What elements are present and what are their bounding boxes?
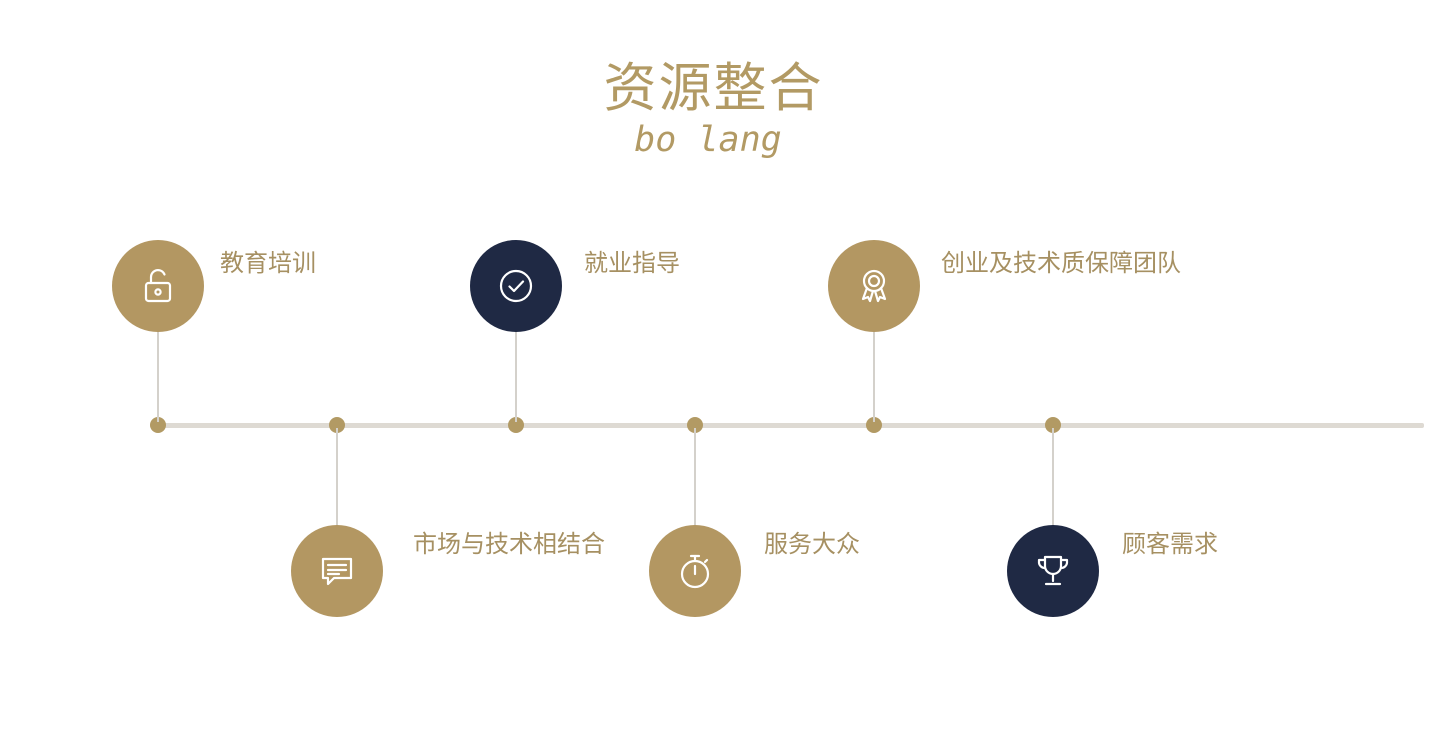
timeline-node-6	[1007, 525, 1099, 617]
check-circle-icon	[499, 269, 533, 303]
timeline-stem-2	[336, 428, 338, 526]
timeline-node-2	[291, 525, 383, 617]
timeline-label-5: 创业及技术质保障团队	[941, 249, 1181, 277]
unlock-icon	[144, 269, 172, 303]
award-medal-icon	[861, 269, 887, 303]
timeline-stem-3	[515, 330, 517, 422]
timeline-label-1: 教育培训	[220, 249, 316, 277]
stopwatch-icon	[680, 554, 710, 589]
timeline-axis	[150, 423, 1424, 428]
timeline-node-1	[112, 240, 204, 332]
timeline-node-3	[470, 240, 562, 332]
timeline-stem-4	[694, 428, 696, 526]
timeline-dot-6	[1045, 417, 1061, 433]
timeline-dot-2	[329, 417, 345, 433]
timeline-dot-1	[150, 417, 166, 433]
timeline-label-4: 服务大众	[764, 530, 860, 558]
timeline-stem-1	[157, 330, 159, 422]
timeline-dot-4	[687, 417, 703, 433]
chat-message-icon	[321, 557, 353, 586]
timeline-dot-3	[508, 417, 524, 433]
page-title: 资源整合	[603, 58, 824, 119]
timeline-label-3: 就业指导	[584, 249, 680, 277]
timeline-node-4	[649, 525, 741, 617]
timeline-node-5	[828, 240, 920, 332]
timeline-label-2: 市场与技术相结合	[413, 530, 605, 558]
page-subtitle: bo lang	[634, 120, 782, 160]
timeline-dot-5	[866, 417, 882, 433]
trophy-icon	[1037, 555, 1069, 586]
timeline-stem-5	[873, 330, 875, 422]
timeline-label-6: 顾客需求	[1122, 530, 1218, 558]
timeline-stem-6	[1052, 428, 1054, 526]
